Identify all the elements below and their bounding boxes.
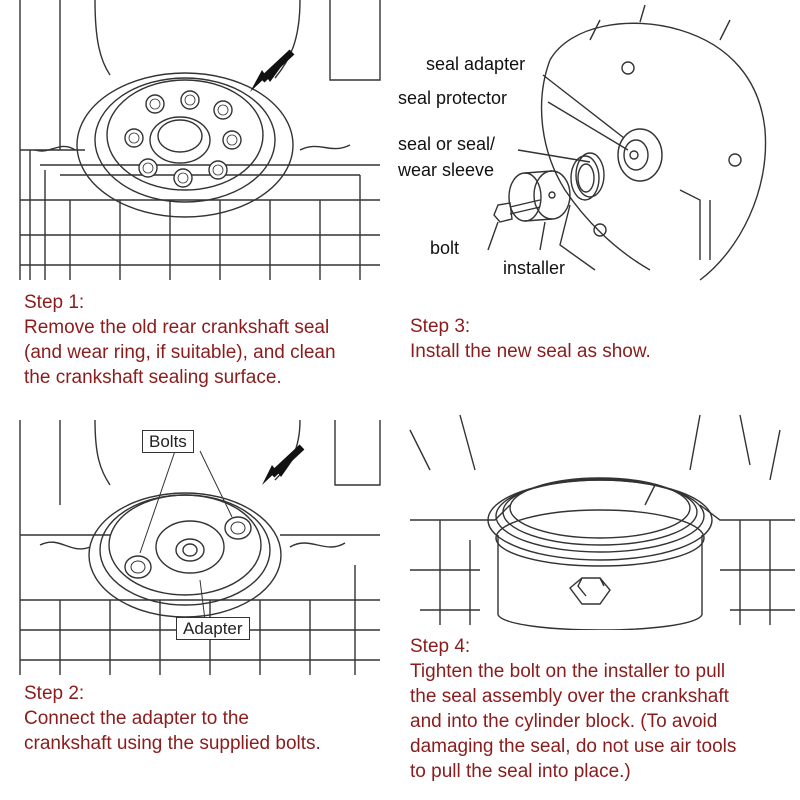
step4-line: and into the cylinder block. (To avoid <box>410 711 718 732</box>
label-seal-adapter: seal adapter <box>426 54 526 74</box>
step3-text: Step 3: Install the new seal as show. <box>410 314 651 364</box>
step4-line: damaging the seal, do not use air tools <box>410 736 737 757</box>
step1-line: (and wear ring, if suitable), and clean <box>24 342 336 363</box>
step1-illustration <box>19 0 381 280</box>
step4-text: Step 4: Tighten the bolt on the installe… <box>410 634 736 784</box>
step3-illustration <box>487 4 767 281</box>
step2-line: Connect the adapter to the <box>24 708 249 729</box>
step2-illustration <box>19 419 381 675</box>
step1-text: Step 1: Remove the old rear crankshaft s… <box>24 290 336 390</box>
label-seal-or-seal: seal or seal/ <box>398 134 496 154</box>
step4-heading: Step 4: <box>410 636 471 657</box>
step3-line: Install the new seal as show. <box>410 341 651 362</box>
step4-line: to pull the seal into place.) <box>410 761 631 782</box>
step3-heading: Step 3: <box>410 316 471 337</box>
step2-heading: Step 2: <box>24 683 85 704</box>
callout-adapter: Adapter <box>176 617 250 640</box>
step4-illustration <box>409 414 795 630</box>
step4-line: Tighten the bolt on the installer to pul… <box>410 661 726 682</box>
label-installer: installer <box>503 258 566 278</box>
step1-line: Remove the old rear crankshaft seal <box>24 317 330 338</box>
step2-line: crankshaft using the supplied bolts. <box>24 733 321 754</box>
label-bolt: bolt <box>430 238 460 258</box>
step1-line: the crankshaft sealing surface. <box>24 367 282 388</box>
label-wear-sleeve: wear sleeve <box>398 160 495 180</box>
step4-line: the seal assembly over the crankshaft <box>410 686 729 707</box>
callout-bolts: Bolts <box>142 430 194 453</box>
step1-heading: Step 1: <box>24 292 85 313</box>
step2-text: Step 2: Connect the adapter to the crank… <box>24 681 321 756</box>
label-seal-protector: seal protector <box>398 88 508 108</box>
